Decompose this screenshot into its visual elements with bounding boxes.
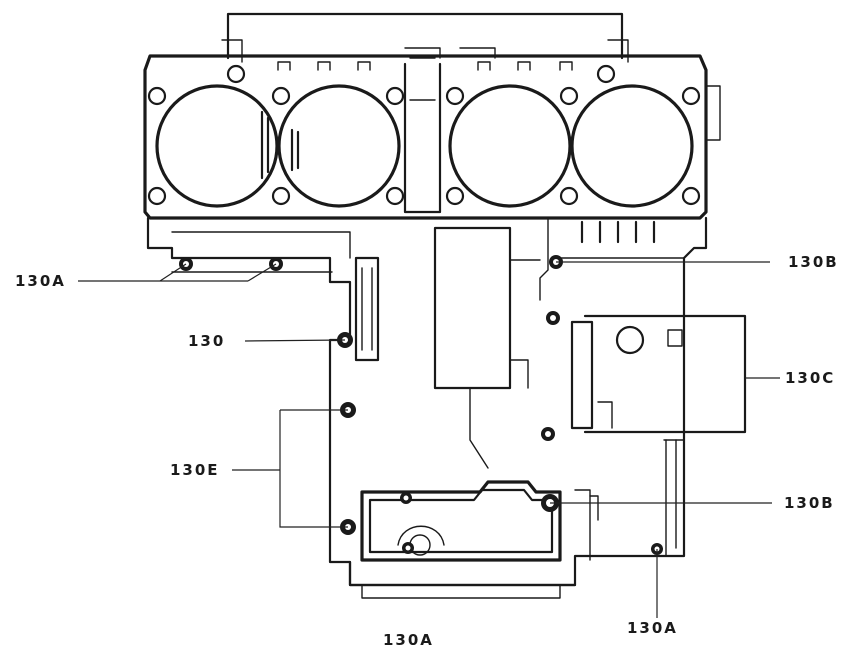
cam-chain-tunnel xyxy=(403,57,442,214)
cylinder-deck xyxy=(143,54,721,220)
lower-crankcase xyxy=(146,216,747,599)
label-130a-bottom-center: 130A xyxy=(383,631,434,649)
label-130c: 130C xyxy=(785,369,836,387)
label-130b-bottom: 130B xyxy=(784,494,835,512)
label-130a-left: 130A xyxy=(15,272,66,290)
leader-lines xyxy=(78,261,780,618)
stud-holes xyxy=(147,86,701,206)
cylinder-bores xyxy=(155,84,694,208)
label-130b-top: 130B xyxy=(788,253,839,271)
label-130: 130 xyxy=(188,332,226,350)
label-130e: 130E xyxy=(170,461,220,479)
label-130a-bottom-right: 130A xyxy=(627,619,678,637)
